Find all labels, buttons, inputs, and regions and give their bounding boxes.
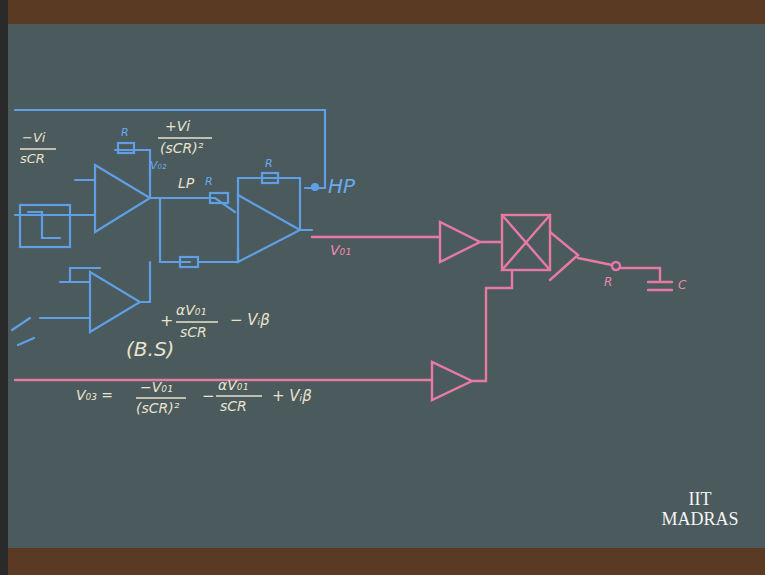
capacitor-plate [648, 281, 672, 283]
signal-label: +Vi [165, 119, 190, 134]
equation-term: αV₀₁ [218, 378, 248, 393]
equation-term: + Vᵢβ [272, 388, 312, 405]
board-frame [0, 0, 765, 24]
board-edge [0, 0, 8, 575]
resistor-label: R [604, 276, 612, 289]
node-dot [312, 184, 318, 190]
operator: + [160, 312, 173, 330]
signal-label: sCR [20, 152, 45, 166]
operator: − [202, 388, 215, 405]
feedback-wire [115, 150, 150, 198]
signal-label: αV₀₁ [176, 303, 206, 318]
wire [198, 248, 238, 262]
output-label: (B.S) [126, 338, 174, 360]
opamp-symbol [238, 195, 300, 262]
wire [40, 317, 90, 319]
wire [472, 270, 512, 381]
signal-label: (sCR)² [160, 141, 203, 156]
buffer-symbol [440, 222, 480, 262]
capacitor-label: C [678, 279, 686, 292]
signal-label: − Vᵢβ [230, 312, 270, 329]
resistor-label: R [121, 127, 129, 139]
signal-name: V₀₂ [150, 160, 166, 172]
chalk-mark [12, 318, 30, 330]
terminal [612, 262, 620, 270]
opamp-symbol [95, 165, 150, 232]
wire [480, 241, 502, 243]
resistor-symbol [262, 173, 278, 183]
wire [140, 262, 150, 302]
wire [60, 281, 90, 283]
board-frame [0, 548, 765, 575]
equation-term: sCR [220, 399, 247, 414]
multiplier-cross [502, 215, 550, 270]
signal-label: sCR [180, 325, 207, 340]
wire [300, 229, 312, 231]
output-stage [550, 232, 578, 280]
wire [312, 236, 440, 238]
resistor-symbol [118, 143, 134, 153]
feedback-wire [238, 178, 300, 230]
signal-label: −Vi [22, 131, 45, 145]
resistor-symbol [210, 193, 228, 203]
signal-name: V₀₁ [330, 243, 351, 258]
multiplier-symbol [502, 215, 550, 270]
equation-term: −V₀₁ [140, 380, 173, 395]
equation-term: V₀₃ = [76, 388, 113, 403]
feedback-wire [15, 110, 325, 188]
opamp-symbol [90, 272, 140, 332]
capacitor-plate [648, 289, 672, 291]
resistor-label: R [205, 176, 213, 188]
resistor-symbol [180, 257, 198, 267]
wire [150, 198, 235, 212]
pink-circuit [15, 215, 672, 400]
integrator-box [20, 205, 70, 247]
output-label: HP [328, 175, 355, 197]
buffer-symbol [432, 362, 472, 400]
wire [15, 214, 95, 216]
feedback-wire [70, 268, 100, 282]
wire [620, 268, 660, 280]
wire [578, 258, 612, 265]
wire [160, 198, 190, 262]
wire [75, 179, 95, 181]
resistor-label: R [265, 158, 273, 170]
equation-term: (sCR)² [136, 401, 179, 416]
watermark: IIT MADRAS [650, 490, 750, 530]
fraction-bars [20, 138, 262, 398]
blue-circuit [12, 110, 325, 345]
output-label: LP [178, 176, 194, 191]
chalk-mark [18, 338, 34, 345]
box-sketch [28, 212, 60, 238]
multiplier-cross [502, 215, 550, 270]
